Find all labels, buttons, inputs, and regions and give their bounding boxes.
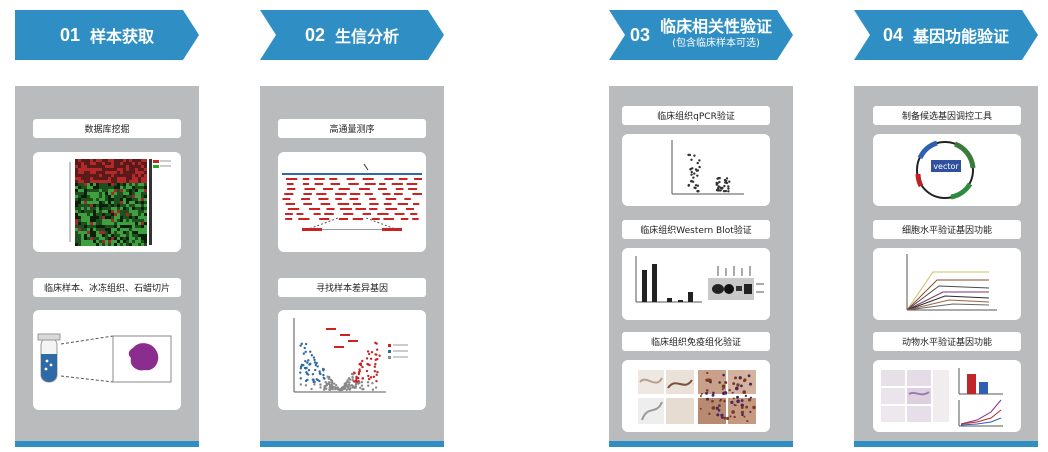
- volcano-card: [278, 310, 426, 410]
- accent-bar: [609, 441, 793, 447]
- heatmap-image: [69, 159, 171, 246]
- tissue-sample-card: [33, 310, 181, 410]
- step-title: 基因功能验证: [913, 27, 1010, 46]
- step-title: 临床相关性验证: [660, 17, 773, 36]
- step-number: 04: [882, 24, 903, 45]
- step-title: 样本获取: [90, 27, 155, 46]
- plasmid-vector-image: vector: [915, 140, 976, 200]
- sequencing-reads-image: [282, 163, 422, 231]
- sequencing-card: [278, 152, 426, 252]
- column-sample-acquisition: 数据库挖掘 临床样本、冰冻组织、石蜡切片: [15, 86, 199, 447]
- animal-level-card: [873, 360, 1021, 432]
- label-clinical-samples: 临床样本、冰冻组织、石蜡切片: [33, 278, 181, 297]
- label-database-mining: 数据库挖掘: [33, 119, 181, 138]
- column-clinical-validation: 临床组织qPCR验证 临床组织Western Blot验证 临: [609, 86, 793, 447]
- vector-label: vector: [933, 162, 959, 171]
- label-differential-genes: 寻找样本差异基因: [278, 278, 426, 297]
- step-subtitle: (包含临床样本可选): [672, 38, 760, 49]
- step-number: 02: [304, 24, 325, 45]
- step-02-banner: 02 生信分析: [260, 10, 444, 60]
- cell-level-card: [873, 248, 1021, 320]
- ihc-card: [622, 360, 770, 432]
- step-number: 01: [59, 24, 80, 45]
- label-ihc: 临床组织免疫组化验证: [622, 332, 770, 351]
- western-blot-image: [635, 256, 764, 303]
- accent-bar: [15, 441, 199, 447]
- animal-experiment-image: [881, 368, 1003, 427]
- volcano-plot-image: [293, 318, 408, 393]
- cell-growth-curves: [906, 254, 997, 311]
- ihc-images: [638, 370, 756, 424]
- column-bioinformatics: 高通量测序 寻找样本差异基因: [260, 86, 444, 447]
- accent-bar: [260, 441, 444, 447]
- step-number: 03: [629, 24, 650, 45]
- qpcr-card: [622, 134, 770, 206]
- label-regulation-tools: 制备候选基因调控工具: [873, 106, 1021, 125]
- label-qpcr: 临床组织qPCR验证: [622, 106, 770, 125]
- heatmap-card: [33, 152, 181, 252]
- vector-card: vector: [873, 134, 1021, 206]
- qpcr-scatter-image: [671, 140, 744, 195]
- step-title: 生信分析: [335, 27, 400, 46]
- step-03-banner: 03 临床相关性验证 (包含临床样本可选): [609, 10, 793, 60]
- tissue-illustration: [37, 333, 172, 383]
- label-cell-level: 细胞水平验证基因功能: [873, 220, 1021, 239]
- step-01-banner: 01 样本获取: [15, 10, 199, 60]
- western-blot-card: [622, 248, 770, 320]
- label-western-blot: 临床组织Western Blot验证: [622, 220, 770, 239]
- step-04-banner: 04 基因功能验证: [854, 10, 1038, 60]
- label-sequencing: 高通量测序: [278, 119, 426, 138]
- accent-bar: [854, 441, 1038, 447]
- label-animal-level: 动物水平验证基因功能: [873, 332, 1021, 351]
- column-gene-function: 制备候选基因调控工具 vector 细胞水平验证基因功能 动物水平验证基因功能: [854, 86, 1038, 447]
